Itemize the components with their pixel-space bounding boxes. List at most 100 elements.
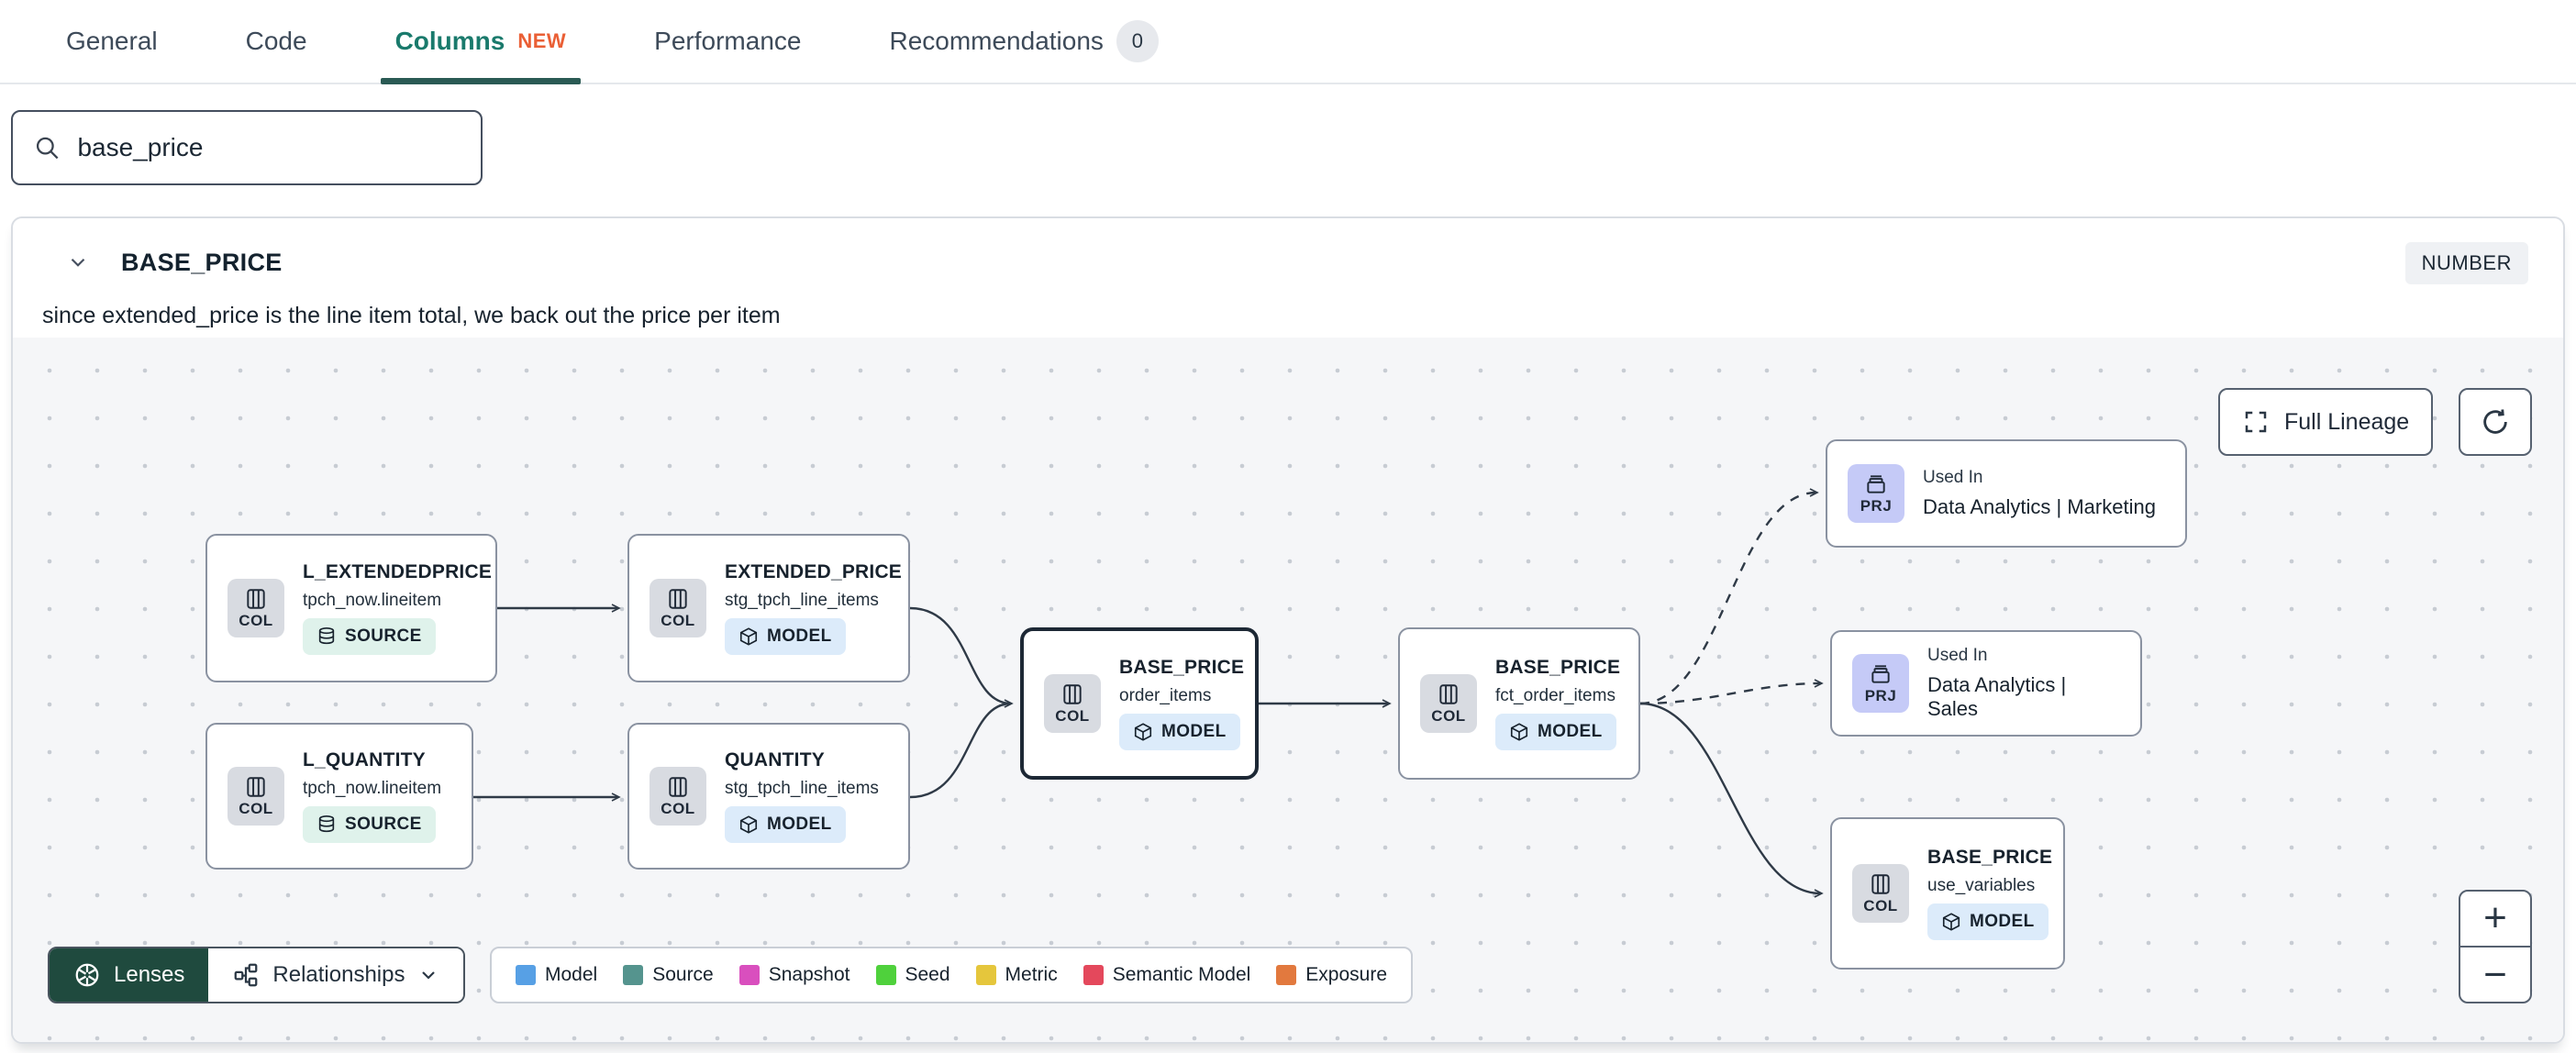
node-subtitle: fct_order_items [1495,686,1616,705]
column-kind-badge: COL [1044,674,1101,733]
lineage-node-exposure[interactable]: PRJ Used In Data Analytics | Marketing [1826,439,2187,548]
column-kind-badge: COL [650,579,706,637]
legend-swatch [875,965,896,985]
zoom-in-button[interactable]: + [2460,892,2530,946]
node-title: L_EXTENDEDPRICE [303,561,493,582]
resource-type-pill: MODEL [725,618,846,655]
lenses-button[interactable]: Lenses [50,948,209,1002]
zoom-controls: + − [2459,890,2532,1003]
lens-controls: Lenses Relationships [48,947,466,1003]
node-title: Data Analytics | Sales [1927,673,2067,720]
cube-icon [739,815,758,834]
legend-item: Semantic Model [1083,964,1250,986]
legend-item: Source [623,964,714,986]
legend-swatch [1083,965,1104,985]
used-in-label: Used In [1923,468,1983,487]
hierarchy-icon [235,963,258,987]
full-lineage-button[interactable]: Full Lineage [2218,388,2434,456]
project-kind-badge: PRJ [1848,464,1904,523]
legend-swatch [738,965,760,985]
legend-swatch [623,965,644,985]
columns-icon [1439,683,1458,704]
columns-icon [669,776,687,797]
tab-general[interactable]: General [66,27,158,55]
node-title: QUANTITY [725,749,825,770]
columns-icon [1063,683,1082,704]
legend-swatch [975,965,996,985]
chevron-down-icon[interactable] [66,250,90,274]
database-icon [318,815,335,833]
cube-icon [1134,723,1152,741]
divider [2460,945,2530,948]
node-title: EXTENDED_PRICE [725,561,903,582]
column-search[interactable] [11,110,483,185]
legend-item: Seed [875,964,950,986]
node-title: BASE_PRICE [1927,847,2053,868]
node-subtitle: use_variables [1927,876,2036,895]
archive-icon [1871,664,1890,683]
legend-item: Metric [975,964,1058,986]
columns-icon [1871,873,1890,894]
lineage-node-selected[interactable]: COL BASE_PRICE order_items MODEL [1020,627,1259,780]
resource-type-pill: MODEL [1119,714,1240,750]
column-name: BASE_PRICE [121,248,283,276]
node-subtitle: tpch_now.lineitem [303,779,442,798]
archive-icon [1867,474,1885,493]
recommendations-count-badge: 0 [1116,20,1159,62]
cube-icon [1510,723,1528,741]
tab-columns[interactable]: Columns NEW [380,0,581,84]
cube-icon [739,627,758,646]
resource-type-pill: MODEL [1927,903,2049,940]
zoom-out-button[interactable]: − [2460,948,2530,1002]
node-subtitle: stg_tpch_line_items [725,591,879,610]
column-panel-header: BASE_PRICE NUMBER since extended_price i… [13,218,2563,338]
used-in-label: Used In [1927,646,1988,665]
legend-item: Model [516,964,597,986]
node-subtitle: order_items [1119,686,1212,705]
lineage-node[interactable]: COL BASE_PRICE fct_order_items MODEL [1398,627,1640,780]
lineage-node[interactable]: COL EXTENDED_PRICE stg_tpch_line_items M… [627,534,910,682]
node-subtitle: stg_tpch_line_items [725,779,879,798]
lineage-node[interactable]: COL BASE_PRICE use_variables MODEL [1830,817,2065,970]
resource-type-pill: SOURCE [303,618,436,655]
search-input[interactable] [77,133,461,162]
resource-type-pill: MODEL [725,806,846,843]
resource-type-pill: SOURCE [303,806,436,843]
search-icon [36,137,59,160]
resource-legend: Model Source Snapshot Seed Metric Semant… [490,947,1414,1003]
column-kind-badge: COL [228,767,284,826]
column-description: since extended_price is the line item to… [42,303,781,328]
column-kind-badge: COL [1852,864,1909,923]
columns-icon [247,588,265,609]
cube-icon [1942,913,1960,931]
tab-code[interactable]: Code [245,27,307,55]
lineage-node[interactable]: COL QUANTITY stg_tpch_line_items MODEL [627,723,910,870]
project-kind-badge: PRJ [1852,654,1909,713]
tab-recommendations[interactable]: Recommendations 0 [889,0,1159,83]
legend-swatch [1276,965,1297,985]
legend-swatch [516,965,536,985]
column-panel: BASE_PRICE NUMBER since extended_price i… [11,216,2565,1044]
lineage-node[interactable]: COL L_EXTENDEDPRICE tpch_now.lineitem SO… [205,534,497,682]
columns-icon [669,588,687,609]
expand-icon [2245,411,2267,433]
refresh-button[interactable] [2459,388,2532,456]
node-title: Data Analytics | Marketing [1923,495,2156,518]
relationships-dropdown[interactable]: Relationships [208,948,464,1002]
lineage-node-exposure[interactable]: PRJ Used In Data Analytics | Sales [1830,630,2142,737]
lineage-node[interactable]: COL L_QUANTITY tpch_now.lineitem SOURCE [205,723,473,870]
refresh-icon [2483,409,2507,434]
tab-performance[interactable]: Performance [654,27,802,55]
columns-icon [247,776,265,797]
column-kind-badge: COL [650,767,706,826]
legend-item: Snapshot [738,964,850,986]
lineage-canvas[interactable]: COL L_EXTENDEDPRICE tpch_now.lineitem SO… [13,338,2563,1042]
resource-type-pill: MODEL [1495,714,1616,750]
node-title: BASE_PRICE [1495,657,1621,678]
chevron-down-icon [422,971,436,980]
column-kind-badge: COL [228,579,284,637]
legend-item: Exposure [1276,964,1387,986]
node-title: BASE_PRICE [1119,657,1245,678]
column-type-badge: NUMBER [2404,242,2528,284]
aperture-icon [75,963,99,987]
